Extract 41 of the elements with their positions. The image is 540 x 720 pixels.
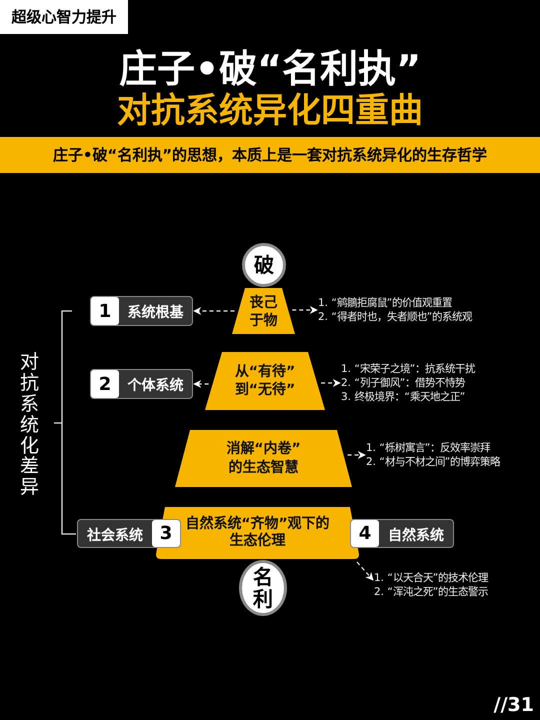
list-item: 2. “材与不材之间”的博弈策略 bbox=[366, 455, 502, 469]
layer-text: 自然系统“齐物”观下的生态伦理 bbox=[185, 516, 330, 550]
list-item: 2. “列子御风”：借势不恃势 bbox=[341, 376, 466, 390]
title: 庄子•破“名利执” bbox=[118, 46, 422, 92]
step-number: 2 bbox=[91, 370, 119, 398]
subtitle: 对抗系统异化四重曲 bbox=[116, 90, 424, 132]
list-item: 1. “宋荣子之境”：抗系统干扰 bbox=[341, 362, 476, 376]
list-item: 1. “以天合天”的技术伦理 bbox=[374, 571, 490, 585]
series-tag: 超级心智力提升 bbox=[0, 0, 128, 34]
layer-text: 消解“内卷”的生态智慧 bbox=[225, 440, 302, 477]
list-item: 1. “鹓鶵拒腐鼠”的价值观重置 bbox=[318, 296, 454, 310]
list-item: 3. 终极境界：“乘天地之正” bbox=[341, 390, 466, 404]
system-tag bbox=[350, 519, 454, 548]
step-number: 1 bbox=[91, 297, 119, 325]
page-number: //31 bbox=[492, 693, 534, 717]
system-name: 系统根基 bbox=[126, 304, 184, 323]
system-tag bbox=[90, 369, 193, 399]
system-name: 自然系统 bbox=[387, 526, 445, 546]
layer-text: 丧己于物 bbox=[248, 294, 278, 330]
list-item: 2. “浑沌之死”的生态警示 bbox=[374, 585, 490, 599]
dashed-arrow bbox=[356, 562, 374, 581]
dashed-arrow bbox=[193, 380, 209, 388]
dashed-arrow bbox=[292, 306, 318, 314]
seal-character: 破 bbox=[254, 254, 274, 276]
seal-character: 名利 bbox=[253, 566, 273, 610]
system-name: 社会系统 bbox=[86, 526, 144, 546]
system-tag bbox=[77, 519, 181, 548]
list-item: 1. “栎树寓言”：反效率崇拜 bbox=[366, 441, 492, 455]
system-name: 个体系统 bbox=[126, 376, 184, 396]
vertical-label: 对抗系统化差异 bbox=[20, 352, 39, 498]
highlight-band: 庄子•破“名利执”的思想，本质上是一套对抗系统异化的生存哲学 bbox=[0, 137, 540, 173]
list-item: 2. “得者时也，失者顺也”的系统观 bbox=[318, 310, 474, 324]
system-tag bbox=[90, 296, 193, 326]
seal-circle bbox=[242, 243, 286, 287]
dashed-arrow bbox=[348, 451, 366, 459]
seal-circle bbox=[239, 560, 287, 616]
layer-text: 从“有待”到“无待” bbox=[234, 362, 296, 400]
dashed-arrow bbox=[321, 379, 341, 387]
dashed-arrow bbox=[193, 307, 234, 315]
step-number: 4 bbox=[351, 520, 379, 547]
step-number: 3 bbox=[152, 520, 180, 547]
